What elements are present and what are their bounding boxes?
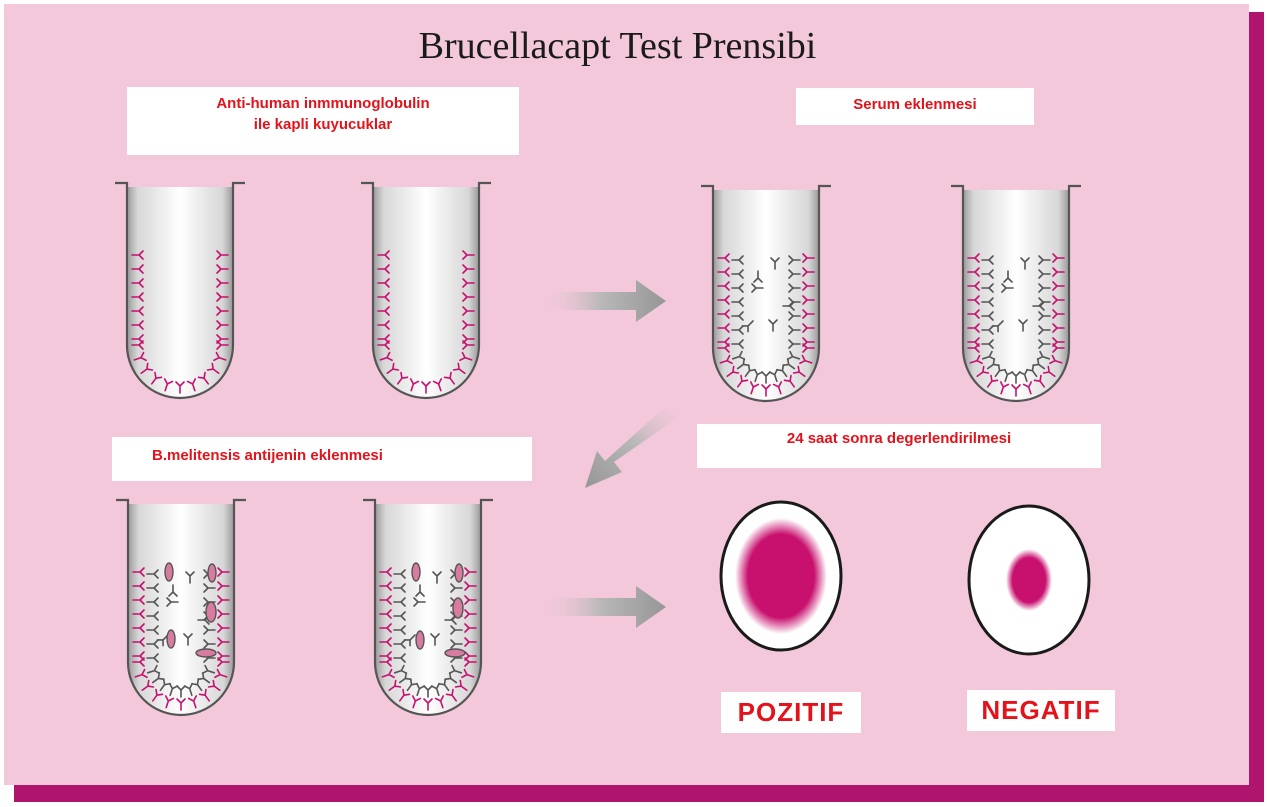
coated-wells-label: Anti-human inmmunoglobulin ile kapli kuy… [127,87,519,155]
test-well [361,183,491,398]
serum-added-label: Serum eklenmesi [796,88,1034,125]
page-title: Brucellacapt Test Prensibi [0,24,1235,68]
antigen-added-label: B.melitensis antijenin eklenmesi [112,437,532,481]
test-well [951,186,1081,401]
coated-wells-label-line1: Anti-human inmmunoglobulin [127,93,519,114]
positive-label: POZITIF [721,692,861,733]
test-well [701,186,831,401]
test-well [116,500,246,715]
right-arrow-icon [548,586,666,628]
test-well [115,183,245,398]
coated-wells-label-line2: ile kapli kuyucuklar [127,114,519,135]
negative-label: NEGATIF [967,690,1115,731]
test-well [363,500,493,715]
diagonal-arrow-icon [585,406,677,488]
evaluation-label: 24 saat sonra degerlendirilmesi [697,424,1101,468]
right-arrow-icon [548,280,666,322]
positive-result-disc [721,502,841,650]
negative-result-disc [969,506,1089,654]
